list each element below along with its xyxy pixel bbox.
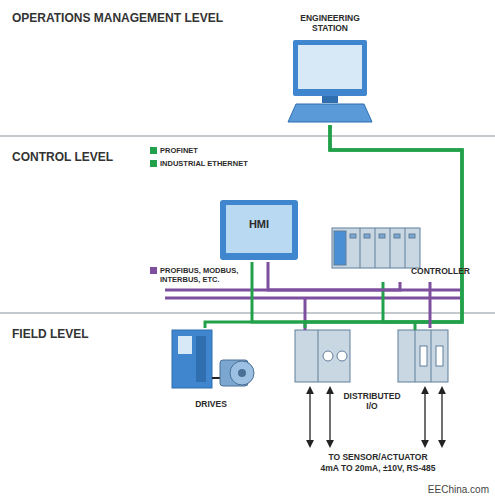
level-heading: FIELD LEVEL xyxy=(12,328,89,342)
plc-icon xyxy=(332,228,420,268)
level-heading: OPERATIONS MANAGEMENT LEVEL xyxy=(12,12,223,26)
band-separator xyxy=(0,135,495,137)
watermark: EEChina.com xyxy=(428,484,489,496)
fieldbus-line xyxy=(165,297,462,300)
legend-swatch xyxy=(150,160,157,167)
ethernet-connector xyxy=(205,125,462,328)
signal-arrow xyxy=(310,390,442,444)
hmi-node: HMI xyxy=(216,198,302,262)
legend-swatch xyxy=(150,267,157,274)
band-separator xyxy=(0,312,495,314)
legend-text: PROFIBUS, MODBUS, INTERBUS, ETC. xyxy=(160,266,240,284)
drive-and-motor-icon xyxy=(172,330,254,388)
drive-node: DRIVES xyxy=(164,328,258,414)
signal-note: TO SENSOR/ACTUATOR xyxy=(298,452,458,462)
device-label: DRIVES xyxy=(166,400,256,410)
level-band: OPERATIONS MANAGEMENT LEVEL ENGINEERING S… xyxy=(0,0,495,135)
signal-note: 4mA TO 20mA, ±10V, RS-485 xyxy=(288,463,468,473)
fieldbus-connector xyxy=(268,262,400,290)
controller-node: CONTROLLER xyxy=(328,222,472,282)
io-node: DISTRIBUTED I/O xyxy=(292,328,452,416)
device-label: CONTROLLER xyxy=(411,267,470,277)
fieldbus-connector xyxy=(429,282,432,328)
device-label: ENGINEERING STATION xyxy=(290,14,370,34)
io-module-icon xyxy=(295,330,448,382)
device-label: HMI xyxy=(218,218,300,231)
ethernet-connector xyxy=(305,125,462,328)
legend-swatch xyxy=(150,147,157,154)
level-heading: CONTROL LEVEL xyxy=(12,151,113,165)
legend-text: PROFINET xyxy=(160,146,198,155)
workstation-node: ENGINEERING STATION xyxy=(283,12,377,125)
device-label: DISTRIBUTED I/O xyxy=(340,392,404,412)
ethernet-connector xyxy=(330,125,462,322)
legend-text: INDUSTRIAL ETHERNET xyxy=(160,159,248,168)
workstation-icon xyxy=(288,40,372,122)
